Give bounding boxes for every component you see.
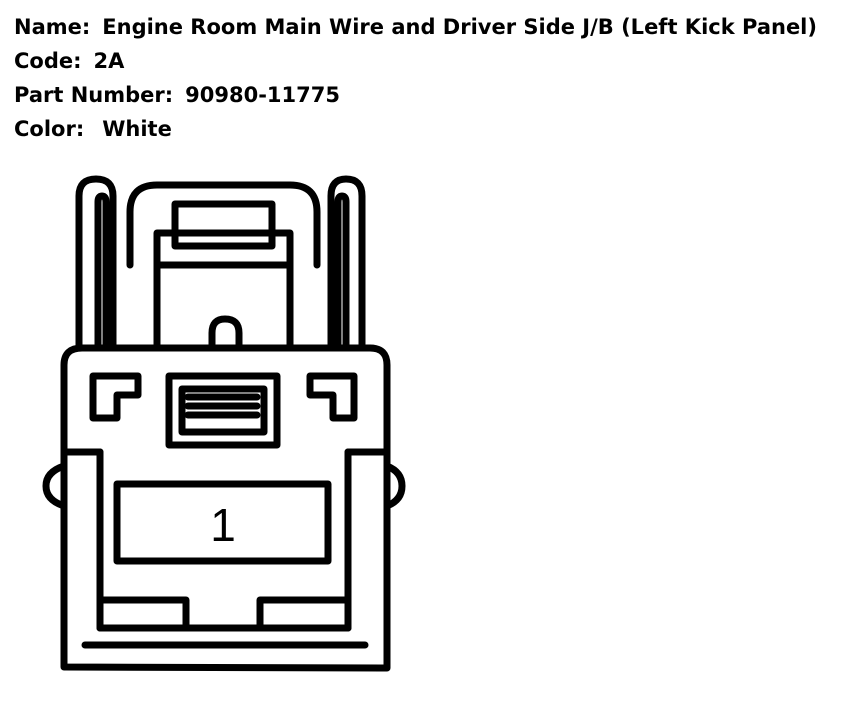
lock-body bbox=[153, 229, 294, 352]
code-label: Code: bbox=[14, 49, 82, 73]
left-key bbox=[89, 372, 142, 422]
left-latch-post bbox=[75, 175, 117, 352]
name-label: Name: bbox=[14, 15, 91, 39]
left-latch-post-inner bbox=[94, 192, 110, 352]
left-ear bbox=[42, 462, 68, 510]
bottom-left-tab bbox=[96, 596, 190, 632]
color-row: Color: White bbox=[14, 112, 817, 146]
pin-cavity bbox=[113, 480, 332, 565]
lock-button bbox=[171, 200, 276, 250]
part-number-row: Part Number: 90980-11775 bbox=[14, 78, 817, 112]
name-value: Engine Room Main Wire and Driver Side J/… bbox=[102, 15, 817, 39]
right-key bbox=[306, 372, 358, 422]
part-number-value: 90980-11775 bbox=[185, 83, 340, 107]
lock-bump bbox=[208, 315, 243, 351]
inner-cavity bbox=[96, 448, 352, 632]
right-latch-post bbox=[327, 175, 366, 352]
right-latch-post-inner bbox=[334, 192, 350, 352]
code-row: Code: 2A bbox=[14, 44, 817, 78]
color-label: Color: bbox=[14, 117, 85, 141]
code-value: 2A bbox=[93, 49, 125, 73]
main-housing bbox=[60, 344, 391, 672]
top-hood bbox=[126, 181, 321, 269]
bottom-right-tab bbox=[256, 596, 352, 632]
latch-window bbox=[165, 372, 281, 449]
color-value: White bbox=[102, 117, 172, 141]
name-row: Name: Engine Room Main Wire and Driver Si… bbox=[14, 10, 817, 44]
connector-info: Name: Engine Room Main Wire and Driver Si… bbox=[14, 10, 817, 146]
right-ear bbox=[383, 462, 406, 510]
part-number-label: Part Number: bbox=[14, 83, 174, 107]
pin-number-1: 1 bbox=[210, 499, 236, 551]
latch-window-inner bbox=[178, 385, 268, 436]
